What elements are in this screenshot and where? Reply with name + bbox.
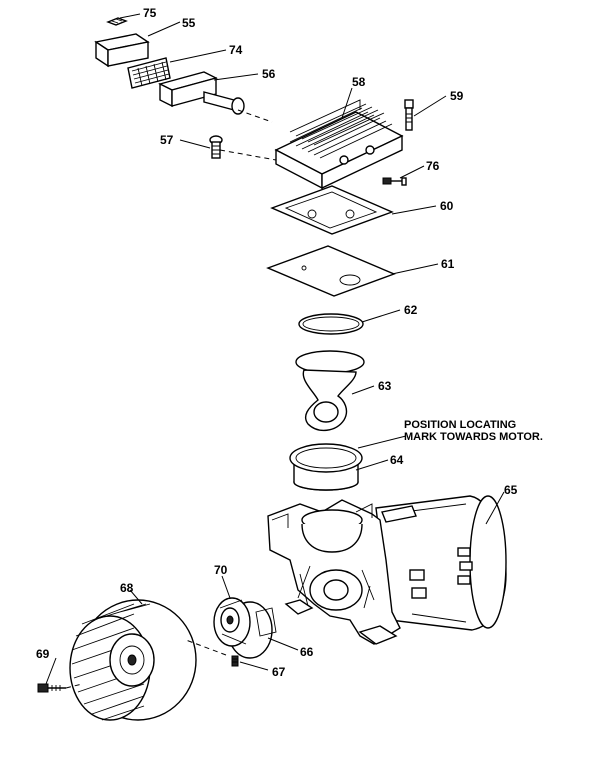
callout-58: 58	[352, 75, 366, 89]
part-59-fitting	[404, 99, 414, 131]
part-55-cover	[94, 33, 150, 68]
assembly-center-lines	[65, 109, 277, 689]
callout-60: 60	[440, 199, 454, 213]
part-61-valve-plate	[266, 245, 396, 297]
callout-65: 65	[504, 483, 518, 497]
callout-64: 64	[390, 453, 404, 467]
callout-63: 63	[378, 379, 392, 393]
part-75-screw	[106, 17, 128, 26]
callout-labels: 75 55 74 56 58 59 57 76 60 61 62 63 64 6…	[36, 6, 518, 679]
note-line-2: MARK TOWARDS MOTOR.	[404, 431, 543, 443]
callout-76: 76	[426, 159, 440, 173]
callout-68: 68	[120, 581, 134, 595]
part-65-motor-crankcase	[267, 495, 507, 645]
part-66-hub	[255, 607, 277, 637]
part-58-cylinder-head	[274, 99, 404, 190]
callout-75: 75	[143, 6, 157, 20]
callout-59: 59	[450, 89, 464, 103]
callout-70: 70	[214, 563, 228, 577]
part-68-fan	[69, 599, 197, 721]
leader-lines	[45, 13, 505, 685]
callout-69: 69	[36, 647, 50, 661]
part-70-pulley	[213, 597, 273, 659]
callout-67: 67	[272, 665, 286, 679]
instruction-note: POSITION LOCATING MARK TOWARDS MOTOR.	[404, 419, 543, 443]
callout-74: 74	[229, 43, 243, 57]
part-67-set-screw	[231, 655, 239, 667]
part-74-filter	[127, 57, 171, 89]
callout-66: 66	[300, 645, 314, 659]
part-76-screw	[382, 177, 407, 186]
part-62-o-ring	[298, 313, 364, 335]
part-57-bolt	[209, 135, 223, 159]
note-line-1: POSITION LOCATING	[404, 419, 516, 431]
part-64-cylinder	[289, 443, 363, 491]
callout-55: 55	[182, 16, 196, 30]
callout-61: 61	[441, 257, 455, 271]
part-60-gasket	[270, 185, 394, 235]
callout-62: 62	[404, 303, 418, 317]
part-56-intake	[158, 71, 245, 115]
part-63-connecting-rod	[295, 350, 365, 431]
callout-56: 56	[262, 67, 276, 81]
callout-57: 57	[160, 133, 174, 147]
part-69-screw	[37, 683, 66, 693]
